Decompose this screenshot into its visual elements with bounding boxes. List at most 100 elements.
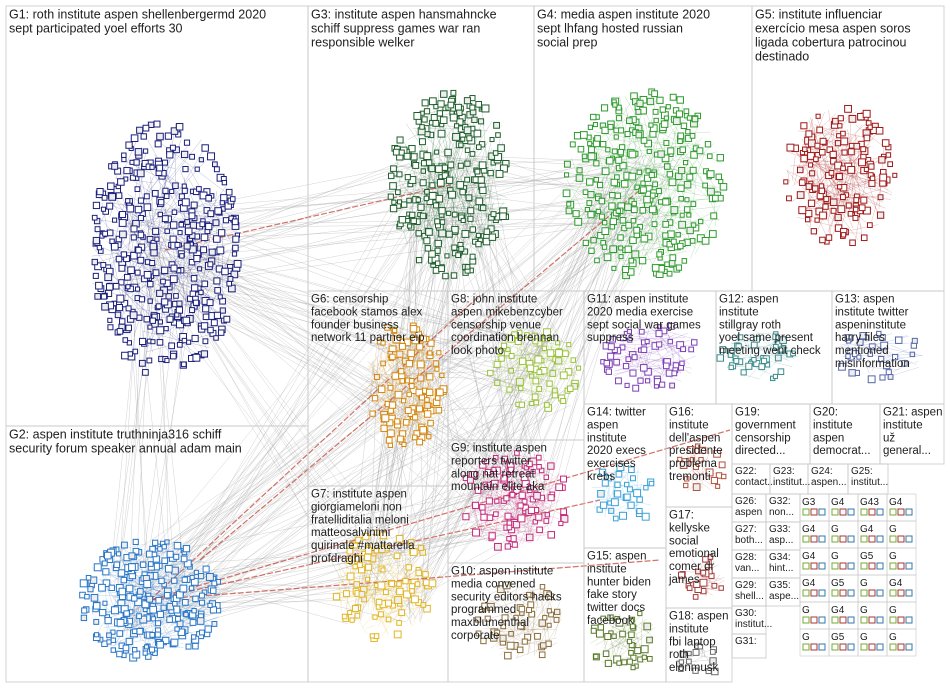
node-square [201, 234, 208, 241]
group-label-g2: G2: aspen institute truthninja316 schiff… [9, 428, 242, 456]
node-square [121, 577, 126, 582]
edge-line [366, 625, 374, 628]
node-square [222, 180, 226, 184]
node-square [416, 119, 421, 124]
node-square [886, 153, 890, 157]
node-square [686, 130, 690, 134]
node-square [898, 563, 904, 569]
node-square [493, 151, 498, 156]
node-square [676, 265, 681, 270]
node-square [137, 170, 144, 177]
node-square [190, 291, 195, 296]
node-square [848, 509, 854, 515]
node-square [117, 295, 124, 302]
node-square [93, 237, 99, 243]
node-square [93, 273, 98, 278]
node-square [637, 508, 642, 513]
node-square [495, 499, 499, 503]
node-square [564, 161, 570, 167]
node-square [404, 153, 410, 159]
node-square [103, 601, 107, 605]
group-label-line: exercises [587, 458, 636, 470]
group-label-line: G24: [811, 466, 833, 477]
small-group-label: G5 [831, 632, 845, 643]
group-label-line: emotional [669, 548, 719, 560]
node-square [602, 245, 606, 249]
node-square [559, 521, 563, 525]
node-square [544, 519, 549, 524]
node-square [456, 253, 461, 258]
group-label-line: G26: [735, 496, 757, 507]
node-square [420, 213, 425, 218]
node-square [124, 611, 129, 616]
node-square [103, 569, 109, 575]
node-square [112, 163, 118, 169]
node-square [162, 267, 168, 273]
node-square [641, 646, 648, 653]
node-square [205, 626, 211, 632]
node-square [138, 589, 144, 595]
node-square [175, 313, 179, 317]
node-square [567, 202, 571, 206]
node-square [190, 575, 194, 579]
group-label-g19: G19:governmentcensorshipdirected... [735, 407, 797, 458]
small-group-label: G [889, 524, 897, 535]
node-square [198, 574, 203, 579]
node-square [656, 331, 662, 337]
node-square [859, 159, 866, 166]
group-label-line: aspe... [769, 591, 799, 602]
node-square [445, 254, 449, 258]
node-square [144, 194, 149, 199]
group-label-g24: G24:aspen... [811, 466, 847, 488]
node-square [451, 90, 456, 95]
node-square [838, 206, 845, 213]
node-square [672, 371, 677, 376]
node-square [536, 514, 542, 520]
node-square [94, 564, 101, 571]
node-square [430, 183, 435, 188]
node-square [689, 347, 694, 352]
node-square [687, 213, 691, 217]
node-square [548, 532, 554, 538]
node-square [869, 617, 875, 623]
node-square [869, 536, 875, 542]
node-square [797, 192, 804, 199]
group-label-line: G6: censorship [311, 294, 388, 306]
group-label-line: stillgray roth [719, 319, 781, 331]
node-square [473, 529, 480, 536]
node-square [114, 562, 120, 568]
node-square [861, 235, 867, 241]
node-square [102, 561, 107, 566]
small-group-label: G5 [831, 578, 845, 589]
node-square [410, 326, 416, 332]
node-square [402, 399, 406, 403]
node-square [864, 135, 870, 141]
node-square [491, 212, 496, 217]
node-square [610, 225, 614, 229]
group-label-line: institute [587, 563, 627, 575]
node-square [155, 237, 159, 241]
group-label-line: G1: roth institute aspen shellenbergermd… [9, 8, 266, 22]
node-square [153, 270, 159, 276]
node-square [400, 379, 404, 383]
node-square [218, 295, 222, 299]
node-square [603, 651, 609, 657]
node-square [890, 509, 896, 515]
group-label-line: institute [883, 419, 923, 431]
edge-line [610, 518, 611, 521]
node-square [819, 617, 825, 623]
node-square [388, 385, 393, 390]
node-square [150, 318, 155, 323]
node-square [650, 206, 657, 213]
node-square [381, 361, 386, 366]
node-square [450, 114, 457, 121]
node-square [96, 282, 103, 289]
group-label-g27: G27:both... [735, 524, 763, 546]
node-square [158, 212, 162, 216]
node-square [832, 590, 838, 596]
node-square [119, 588, 126, 595]
group-label-line: krebs [587, 471, 615, 483]
node-square [146, 551, 152, 557]
node-square [619, 246, 623, 250]
